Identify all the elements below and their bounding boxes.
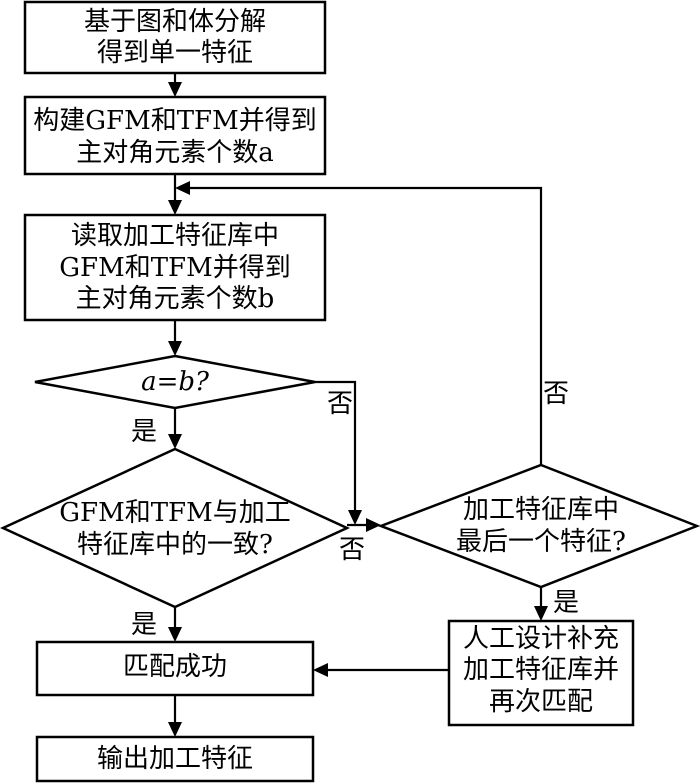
edge-condab-no [315,380,357,510]
label-condmatch-yes: 是 [131,610,157,640]
arrowhead [168,200,182,215]
arrowhead [168,722,182,737]
node-cond-last-line-1: 加工特征库中 [463,495,619,525]
label-condmatch-no: 否 [339,535,365,565]
node-cond-ab-text: a=b? [141,367,210,397]
arrowhead [366,518,381,532]
arrowhead [175,181,190,195]
node-build-line-1: 构建GFM和TFM并得到 [33,106,316,136]
node-cond-last-diamond [377,463,700,589]
node-read-line-1: 读取加工特征库中 [71,221,279,251]
arrowhead [168,341,182,356]
label-condab-no: 否 [327,389,353,419]
node-cond-match-line-2: 特征库中的一致? [77,530,273,560]
node-read-line-3: 主对角元素个数b [76,284,275,314]
node-success-box [35,640,315,697]
node-read-line-2: GFM和TFM并得到 [59,253,290,283]
node-read-box [23,213,327,322]
node-manual-line-1: 人工设计补充 [463,624,619,654]
edge-loop-back [190,186,543,465]
arrowhead [348,510,362,525]
node-decompose-line-2: 得到单一特征 [97,38,253,68]
node-output-text: 输出加工特征 [97,744,253,774]
arrowhead [313,663,328,677]
label-loop-no: 否 [543,379,569,409]
node-decompose-line-1: 基于图和体分解 [84,7,266,37]
node-success-text: 匹配成功 [123,652,227,682]
label-condlast-yes: 是 [553,588,579,618]
node-cond-last-line-2: 最后一个特征? [456,527,626,557]
arrowhead [168,627,182,642]
node-cond-match-line-1: GFM和TFM与加工 [59,498,290,528]
node-build-line-2: 主对角元素个数a [76,138,274,168]
node-manual-line-2: 加工特征库并 [463,655,619,685]
node-manual-box [447,619,635,727]
arrowhead [168,82,182,97]
node-cond-ab-diamond [34,354,316,410]
arrowhead [168,434,182,449]
label-condab-yes: 是 [131,417,157,447]
node-build-box [23,95,327,176]
node-decompose-box [23,0,327,75]
node-manual-line-3: 再次匹配 [489,687,593,717]
node-output-box [35,735,315,783]
node-cond-match-diamond [0,447,350,609]
arrowhead [534,606,548,621]
